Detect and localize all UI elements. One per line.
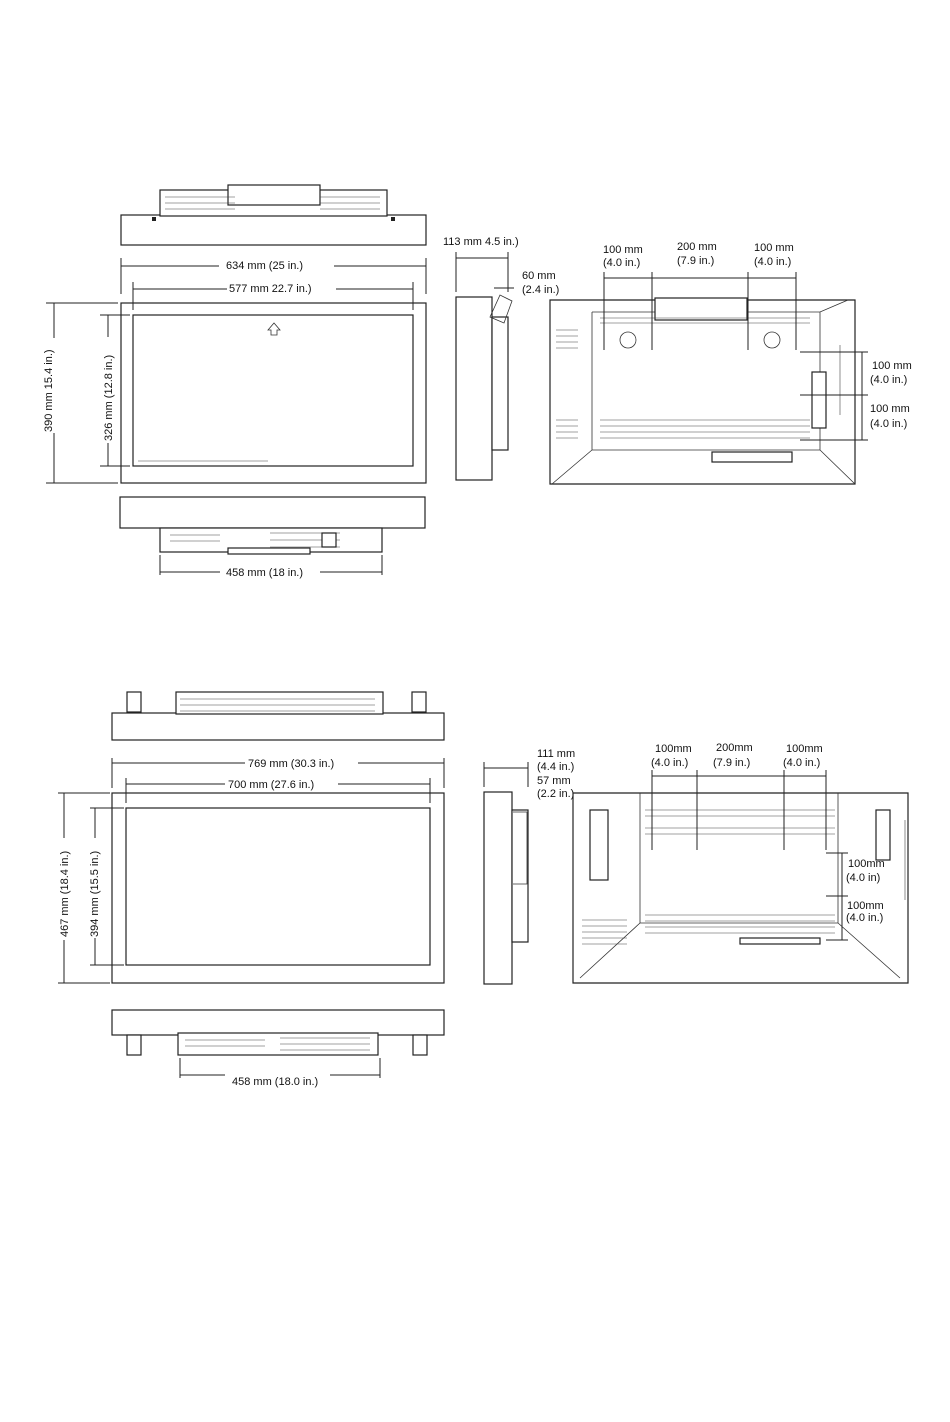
rear2-top-3-mm: 100mm xyxy=(786,743,823,755)
front-view-2: 769 mm (30.3 in.) 700 mm (27.6 in.) 467 … xyxy=(58,758,445,984)
side-depth-mm-label-2: 111 mm xyxy=(537,748,575,760)
screen-height-label-2: 394 mm (15.5 in.) xyxy=(89,851,101,937)
side-bracket-in-label-1: (2.4 in.) xyxy=(522,284,559,296)
bottom-view-2: 458 mm (18.0 in.) xyxy=(111,1009,445,1088)
rear-view-2: 100mm (4.0 in.) 200mm (7.9 in.) 100mm (4… xyxy=(572,742,909,984)
top-view-1 xyxy=(120,184,427,246)
rear2-right-1-in: (4.0 in) xyxy=(846,872,880,884)
diagram-1: 634 mm (25 in.) 577 mm 22.7 in.) 390 mm … xyxy=(43,184,912,579)
side-view-2: 111 mm (4.4 in.) 57 mm (2.2 in.) xyxy=(483,748,575,985)
rear-right-2-in: (4.0 in.) xyxy=(870,418,907,430)
rear2-top-1-mm: 100mm xyxy=(655,743,692,755)
rear2-right-2-mm: 100mm xyxy=(847,900,884,912)
front-height-label-2: 467 mm (18.4 in.) xyxy=(59,851,71,937)
rear-top-1-mm: 100 mm xyxy=(603,244,643,256)
front-width-label-2: 769 mm (30.3 in.) xyxy=(248,758,334,770)
side-bracket-in-label-2: (2.2 in.) xyxy=(537,788,574,800)
front-width-label-1: 634 mm (25 in.) xyxy=(226,260,303,272)
rear2-right-2-in: (4.0 in.) xyxy=(846,912,883,924)
rear2-right-1-mm: 100mm xyxy=(848,858,885,870)
rear-top-2-mm: 200 mm xyxy=(677,241,717,253)
rear2-top-2-mm: 200mm xyxy=(716,742,753,754)
front-view-1: 634 mm (25 in.) 577 mm 22.7 in.) 390 mm … xyxy=(43,258,427,484)
front-height-label-1: 390 mm 15.4 in.) xyxy=(43,349,55,432)
rear-top-2-in: (7.9 in.) xyxy=(677,255,714,267)
side-bracket-mm-label-1: 60 mm xyxy=(522,270,556,282)
rear-right-2-mm: 100 mm xyxy=(870,403,910,415)
screen-height-label-1: 326 mm (12.8 in.) xyxy=(103,355,115,441)
screen-width-label-2: 700 mm (27.6 in.) xyxy=(228,779,314,791)
rear2-top-2-in: (7.9 in.) xyxy=(713,757,750,769)
rear-top-3-in: (4.0 in.) xyxy=(754,256,791,268)
bottom-width-label-2: 458 mm (18.0 in.) xyxy=(232,1076,318,1088)
top-view-2 xyxy=(111,691,445,741)
side-view-1: 113 mm 4.5 in.) 60 mm (2.4 in.) xyxy=(443,236,559,481)
rear-top-3-mm: 100 mm xyxy=(754,242,794,254)
rear-right-1-mm: 100 mm xyxy=(872,360,912,372)
side-depth-label-1: 113 mm 4.5 in.) xyxy=(443,236,519,248)
bottom-view-1: 458 mm (18 in.) xyxy=(119,496,426,579)
side-depth-in-label-2: (4.4 in.) xyxy=(537,761,574,773)
rear2-top-1-in: (4.0 in.) xyxy=(651,757,688,769)
rear2-top-3-in: (4.0 in.) xyxy=(783,757,820,769)
bottom-width-label-1: 458 mm (18 in.) xyxy=(226,567,303,579)
side-bracket-mm-label-2: 57 mm xyxy=(537,775,571,787)
rear-top-1-in: (4.0 in.) xyxy=(603,257,640,269)
rear-right-1-in: (4.0 in.) xyxy=(870,374,907,386)
rear-view-1: 100 mm (4.0 in.) 200 mm (7.9 in.) 100 mm… xyxy=(549,241,912,485)
screen-width-label-1: 577 mm 22.7 in.) xyxy=(229,283,312,295)
diagram-2: 769 mm (30.3 in.) 700 mm (27.6 in.) 467 … xyxy=(58,691,909,1088)
